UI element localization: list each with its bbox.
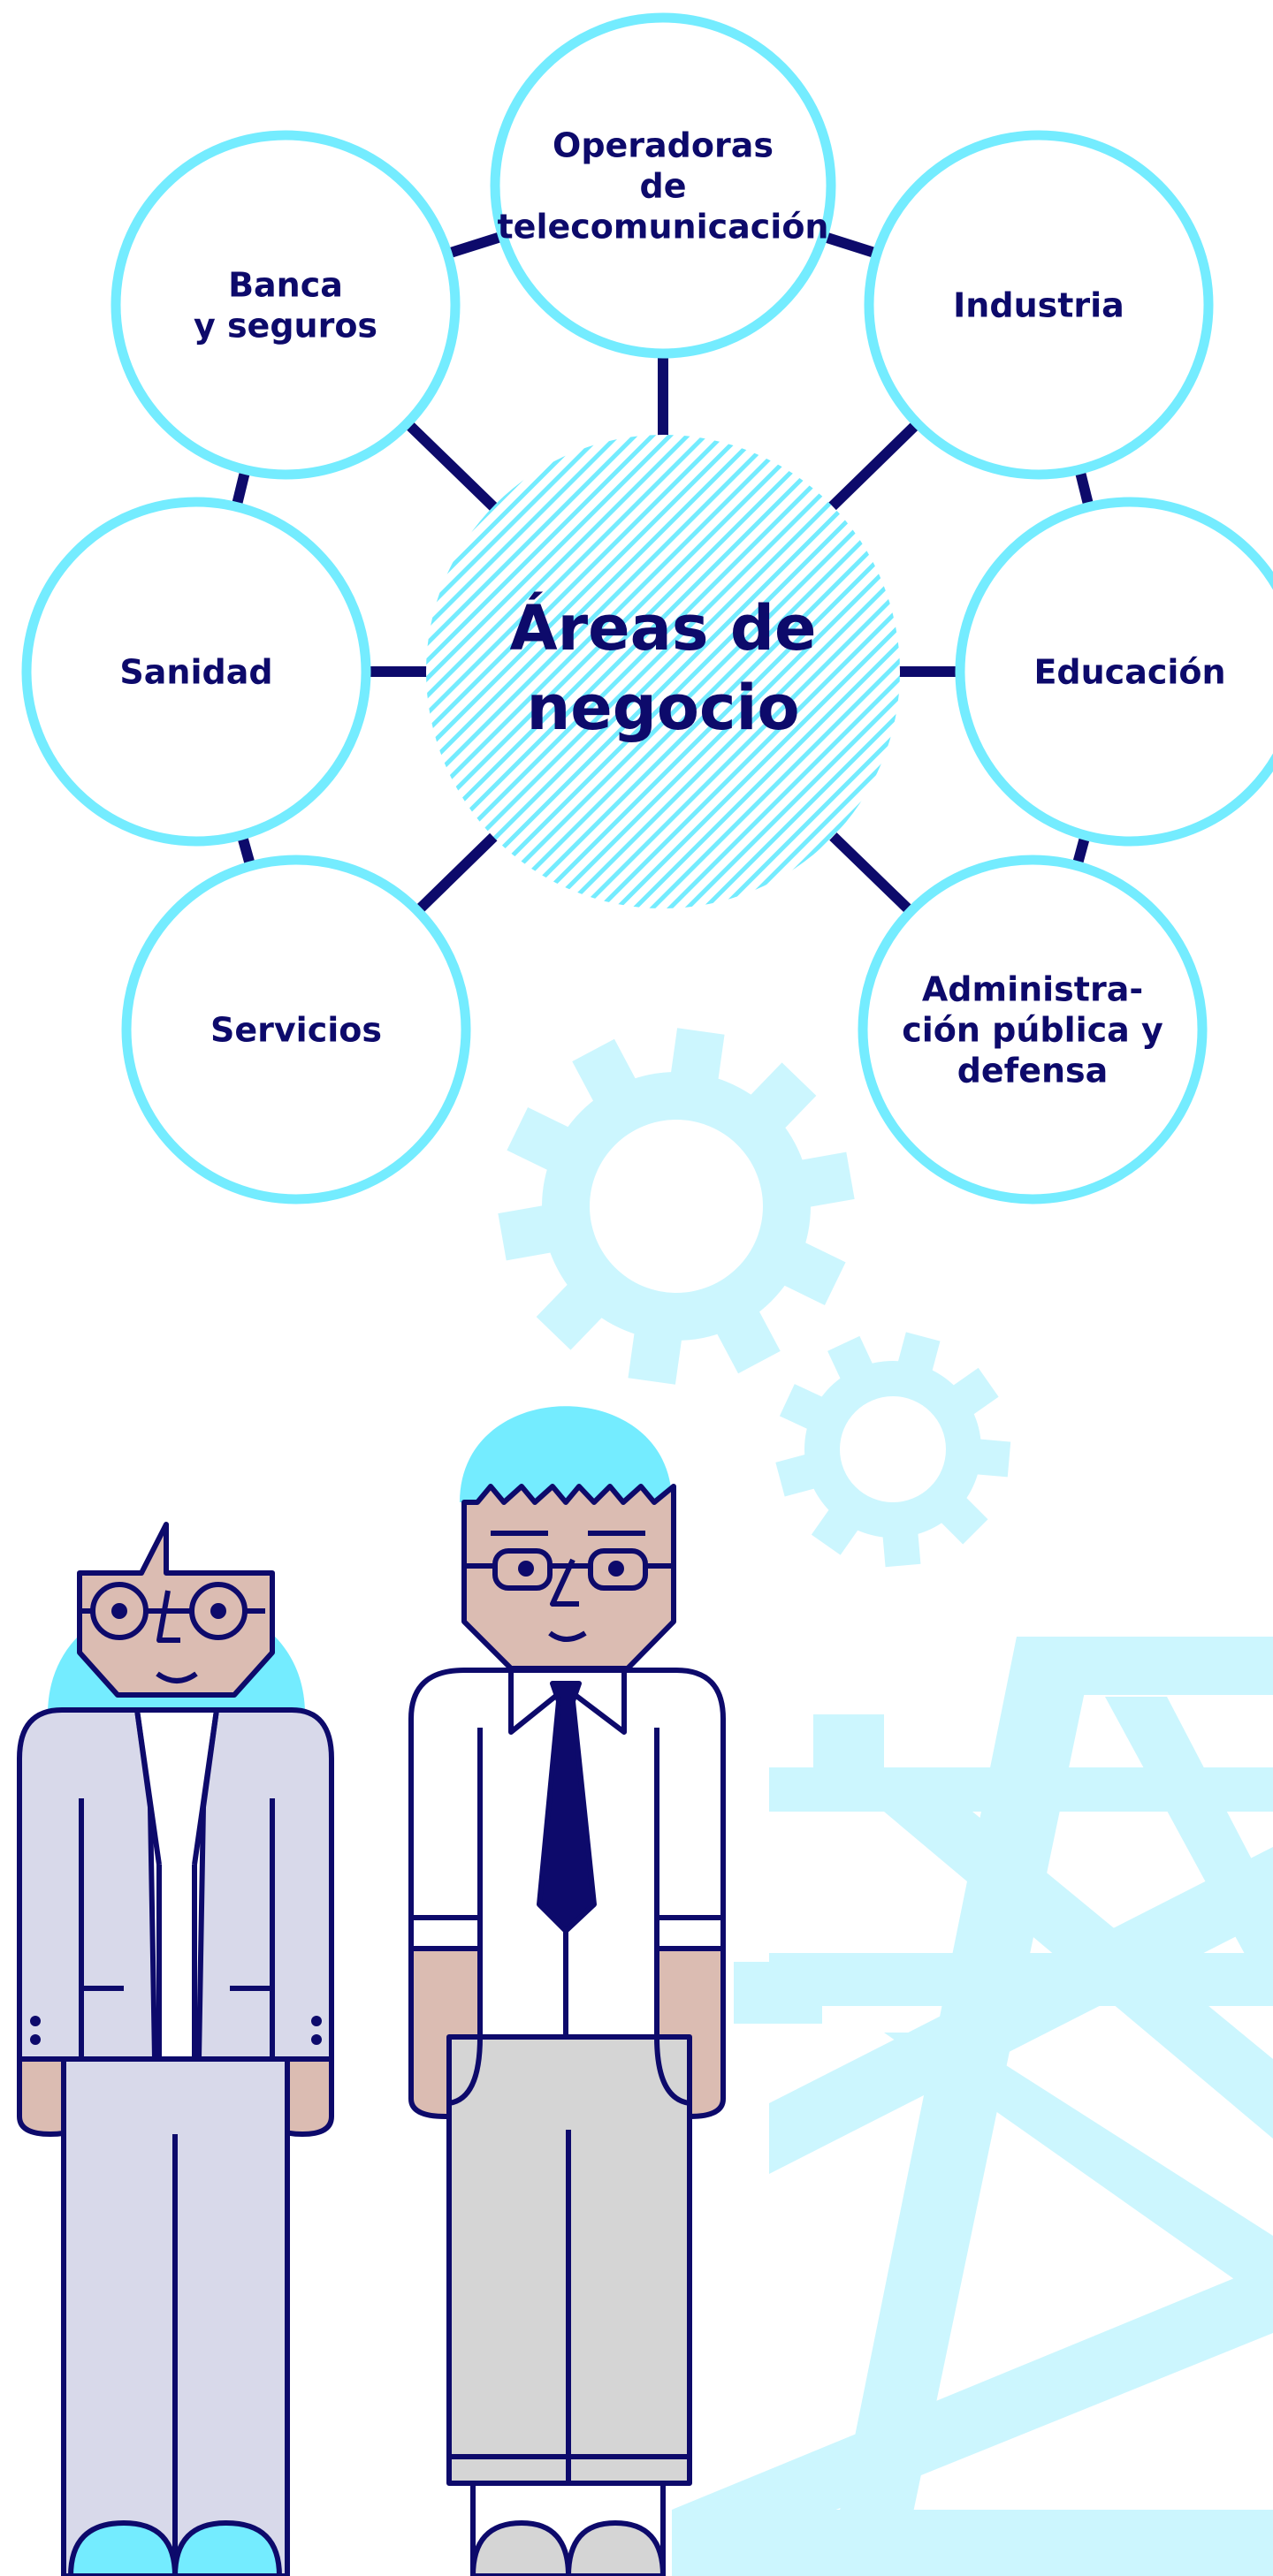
node-servicios: Servicios: [121, 855, 471, 1204]
gear-tooth: [775, 1452, 821, 1497]
node-label-industria-line-1: Industria: [953, 285, 1124, 324]
gear-tooth: [936, 1493, 988, 1545]
node-sanidad: Sanidad: [21, 497, 371, 847]
gear-tooth: [572, 1038, 639, 1107]
gear-tooth: [498, 1204, 557, 1261]
gear-hole: [590, 1120, 763, 1293]
gear-tooth: [779, 1384, 828, 1432]
node-circle-industria: [864, 130, 1214, 480]
node-circle-banca: [111, 130, 461, 480]
node-label-administracion-line-1: Administra-: [922, 969, 1143, 1008]
node-label-banca-line-2: y seguros: [194, 306, 377, 345]
gear-tooth: [670, 1028, 725, 1086]
node-circle-educacion: [955, 497, 1273, 847]
center-title-line-2: negocio: [526, 672, 799, 744]
node-circle-sanidad: [21, 497, 371, 847]
center-node: Áreas de negocio: [426, 435, 900, 908]
center-title-line-1: Áreas de: [509, 592, 816, 665]
gear-tooth: [536, 1280, 606, 1350]
woman-figure-icon: [17, 1522, 334, 2576]
gear-tooth: [896, 1332, 941, 1378]
node-label-operadoras-line-2: de: [640, 166, 687, 205]
man-figure-icon: [408, 1406, 726, 2576]
node-label-sanidad-line-1: Sanidad: [119, 652, 272, 691]
node-label-operadoras-line-3: telecomunicación: [498, 207, 829, 246]
gear-tooth: [628, 1326, 682, 1385]
gear-icon: [775, 1332, 1011, 1568]
diagram-nodes: OperadorasdetelecomunicaciónIndustriaEdu…: [21, 12, 1273, 1204]
gear-icon: [498, 1028, 855, 1385]
gear-tooth: [811, 1504, 862, 1555]
node-circle-operadoras: [490, 12, 836, 359]
node-circle-administracion: [858, 855, 1208, 1204]
tower-crane-icon: [672, 1637, 1273, 2576]
node-label-administracion-line-2: ción pública y: [902, 1010, 1163, 1049]
gear-tooth: [778, 1239, 846, 1305]
gear-tooth: [881, 1526, 921, 1568]
node-label-educacion-line-1: Educación: [1033, 652, 1225, 691]
gear-tooth: [970, 1438, 1011, 1478]
gear-tooth: [796, 1151, 855, 1208]
node-label-administracion-line-3: defensa: [957, 1051, 1109, 1090]
gear-tooth: [713, 1305, 781, 1374]
gear-hole: [840, 1396, 946, 1502]
node-circle-servicios: [121, 855, 471, 1204]
gear-tooth: [827, 1335, 876, 1385]
node-educacion: Educación: [955, 497, 1273, 847]
gear-tooth: [948, 1367, 999, 1418]
gear-tooth: [507, 1107, 575, 1174]
node-label-operadoras-line-1: Operadoras: [553, 125, 774, 164]
gear-tooth: [746, 1062, 817, 1133]
node-label-servicios-line-1: Servicios: [210, 1010, 382, 1049]
node-industria: Industria: [864, 130, 1214, 480]
node-label-banca-line-1: Banca: [228, 265, 343, 304]
